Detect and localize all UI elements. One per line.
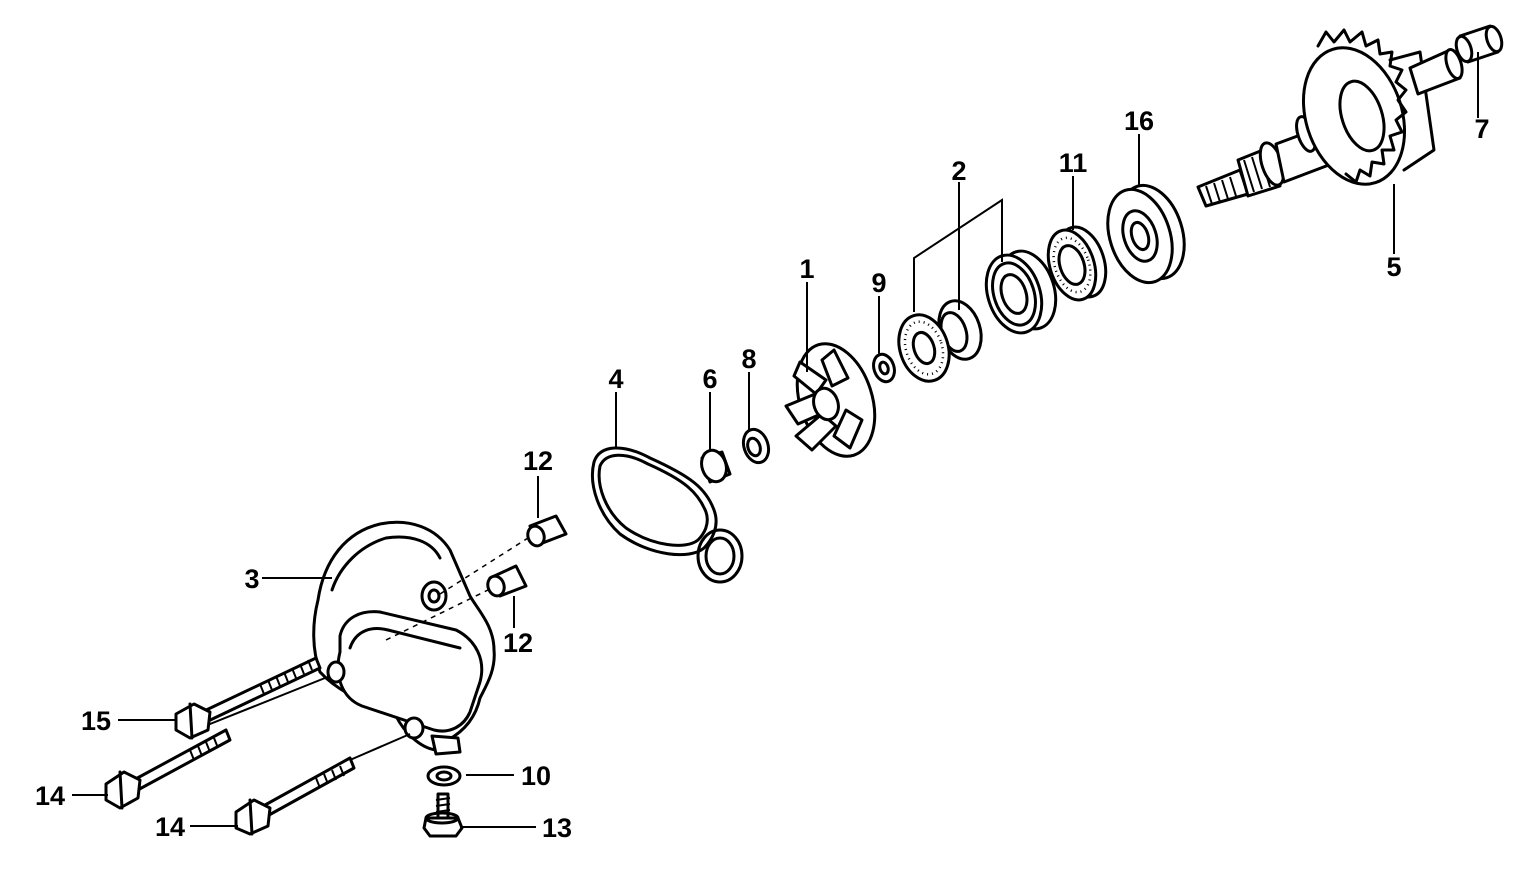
label-part-15: 15: [81, 706, 111, 736]
label-part-8: 8: [741, 344, 756, 374]
washer-impeller: [872, 352, 896, 384]
drain-bolt: [422, 792, 464, 838]
cap-nut: [700, 448, 732, 484]
label-part-14-middle: 14: [35, 781, 65, 811]
bearing-small: [1046, 225, 1108, 302]
bolt-middle: [104, 728, 232, 810]
label-part-12-lower: 12: [503, 628, 533, 658]
dowel-pin-lower: [486, 564, 528, 598]
leader-lines: [72, 52, 1479, 828]
label-part-11: 11: [1059, 148, 1088, 178]
pump-shaft-with-gear: [1196, 28, 1464, 208]
bolt-lower: [234, 756, 356, 836]
impeller: [784, 342, 877, 458]
impeller-nut: [741, 427, 771, 465]
label-part-7: 7: [1474, 114, 1489, 144]
water-pump-cover: [312, 520, 496, 756]
label-part-13: 13: [542, 813, 572, 843]
label-part-10: 10: [521, 761, 551, 791]
part-labels: 1 2 3 4 5 6 7 8 9 10 11 12 12 13 14 14 1…: [35, 106, 1490, 843]
label-part-16: 16: [1124, 106, 1154, 136]
label-part-4: 4: [608, 364, 623, 394]
bolt-long-upper: [174, 656, 322, 740]
label-part-9: 9: [871, 268, 886, 298]
assembly-guide-lines: [199, 537, 529, 761]
label-part-12-upper: 12: [523, 446, 553, 476]
label-part-14-lower: 14: [155, 812, 185, 842]
drain-washer: [426, 765, 462, 787]
label-part-1: 1: [799, 254, 814, 284]
ball-bearing-large: [1106, 183, 1186, 285]
dowel-pin-upper: [526, 514, 568, 548]
label-part-5: 5: [1386, 252, 1401, 282]
pump-cover-gasket: [590, 446, 744, 584]
mechanical-seal-set: [897, 249, 1058, 383]
label-part-3: 3: [244, 564, 259, 594]
label-part-2: 2: [951, 156, 966, 186]
label-part-6: 6: [702, 364, 717, 394]
bushing: [1454, 24, 1504, 64]
